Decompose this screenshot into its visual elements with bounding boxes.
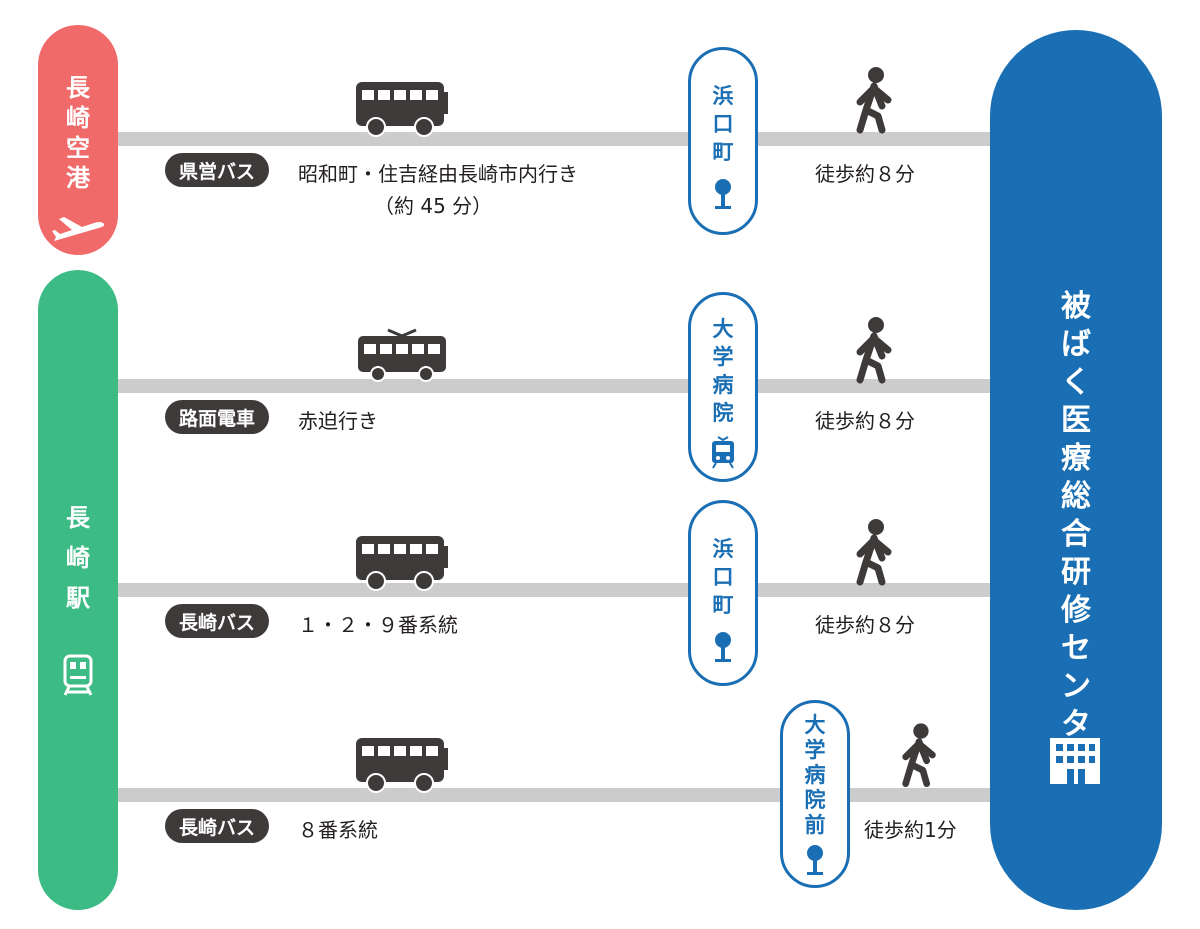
walk-time-3: 徒歩約８分: [815, 613, 915, 637]
bus-stop-icon: [715, 179, 731, 209]
stop-name-2: 大 学 病 院: [712, 317, 734, 425]
stop-name-1: 浜 口 町: [712, 84, 734, 164]
walk-time-1: 徒歩約８分: [815, 162, 915, 186]
walking-person-icon: [856, 67, 892, 134]
route-description-3: １・２・９番系統: [298, 613, 458, 637]
station-label: 長 崎 駅: [66, 504, 90, 612]
bus-stop-icon: [807, 845, 823, 875]
destination-label: 被 ば く 医 療 総 合 研 修 セ ン タ ー: [1061, 289, 1091, 780]
stop-2: 大 学 病 院: [688, 292, 758, 482]
tram-icon: [358, 328, 446, 382]
stop-name-4: 大 学 病 院 前: [804, 713, 826, 837]
route-tag-2: 路面電車: [165, 400, 270, 434]
route-description-1: 昭和町・住吉経由長崎市内行き: [298, 162, 578, 186]
stop-4: 大 学 病 院 前: [780, 700, 850, 888]
bus-icon: [356, 82, 448, 137]
origin-airport: 長 崎 空 港: [38, 25, 118, 255]
tram-stop-icon: [712, 436, 734, 469]
route-line-3: [118, 583, 990, 597]
walking-person-icon: [856, 317, 892, 384]
route-line-4: [118, 788, 990, 802]
destination-center: 被 ば く 医 療 総 合 研 修 セ ン タ ー: [990, 30, 1162, 910]
origin-station: 長 崎 駅: [38, 270, 118, 910]
route-description-2: 赤迫行き: [298, 409, 378, 433]
bus-icon: [356, 738, 448, 793]
stop-1: 浜 口 町: [688, 47, 758, 235]
stop-name-3: 浜 口 町: [712, 537, 734, 617]
route-description-4: ８番系統: [298, 818, 378, 842]
route-tag-4: 長崎バス: [165, 809, 270, 843]
walking-person-icon: [902, 723, 936, 788]
walk-time-2: 徒歩約８分: [815, 409, 915, 433]
train-front-icon: [63, 654, 93, 696]
bus-icon: [356, 536, 448, 591]
airport-label: 長 崎 空 港: [66, 74, 90, 192]
walk-time-4: 徒歩約1分: [864, 818, 957, 842]
building-icon: [1050, 738, 1100, 784]
route-duration-1: （約 45 分）: [374, 194, 493, 218]
stop-3: 浜 口 町: [688, 500, 758, 686]
route-tag-3: 長崎バス: [165, 604, 270, 638]
route-line-1: [118, 132, 990, 146]
route-tag-1: 県営バス: [165, 153, 270, 187]
bus-stop-icon: [715, 632, 731, 662]
walking-person-icon: [856, 519, 892, 586]
airplane-icon: [52, 217, 105, 241]
route-line-2: [118, 379, 990, 393]
